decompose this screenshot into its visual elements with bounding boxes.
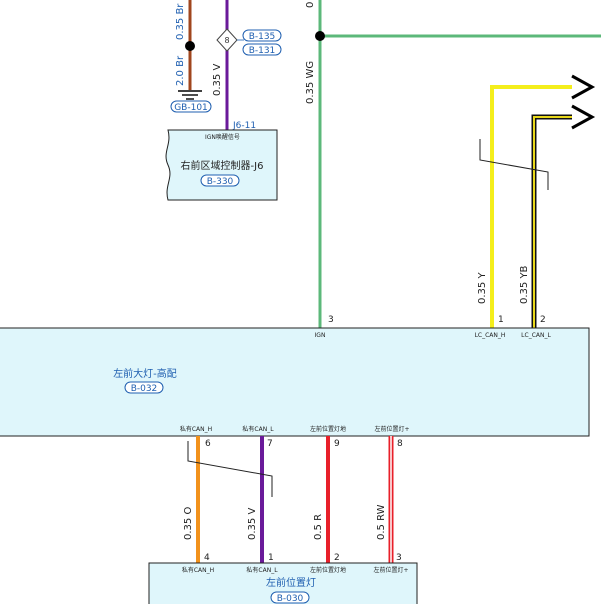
position-lamp-pin-label-pos-gnd: 左前位置灯地 [310,566,346,574]
headlamp-pin-label-lc-can-h: LC_CAN_H [475,332,506,339]
wire-brown-label: 0.35 Br [175,3,186,40]
wire-green-top-label: 0 [305,2,316,8]
controller-title: 右前区域控制器-J6 [181,159,264,172]
ground-symbol [178,90,202,100]
arrow-right-icon [571,74,596,100]
ground-ref: GB-101 [174,103,208,113]
headlamp-pin-7: 7 [267,439,273,449]
diamond-splice: 8 [216,28,238,52]
splice-dot-green [315,31,325,41]
headlamp-pin-1: 1 [498,315,504,325]
headlamp-pin-label-pos-plus: 左前位置灯+ [374,425,409,433]
position-lamp-title: 左前位置灯 [266,576,316,589]
ref-b131-badge: B-131 [242,43,282,56]
position-lamp-ref: B-030 [277,594,304,604]
headlamp-box [0,327,590,437]
wire-green-label: 0.35 WG [305,61,316,104]
headlamp-pin-3: 3 [328,315,334,325]
headlamp-pin-6: 6 [205,439,211,449]
twisted-pair-marker-bottom [187,441,273,497]
wire-orange-label: 0.35 O [183,507,194,540]
wire-yellow-black-stripe [533,116,572,328]
ground-ref-badge: GB-101 [170,100,212,113]
headlamp-pin-8: 8 [397,439,403,449]
wire-yellow [490,85,572,328]
splice-dot [185,41,195,51]
wire-yellow-black-label: 0.35 YB [519,265,530,304]
headlamp-pin-label-lc-can-l: LC_CAN_L [521,332,551,339]
controller-ref-badge: B-330 [200,174,240,187]
controller-box [165,129,278,201]
headlamp-pin-label-private-can-h: 私有CAN_H [180,425,212,433]
wire-ground-label: 2.0 Br [175,55,186,86]
wire-white-red-label: 0.5 RW [376,504,387,540]
controller-signal-label: IGN唤醒信号 [205,133,240,141]
wire-yellow-black [531,114,572,328]
position-lamp-pin-3: 3 [396,553,402,563]
headlamp-pin-label-ign: IGN [315,332,326,339]
wire-purple-bottom-label: 0.35 V [247,508,258,540]
headlamp-ref-badge: B-032 [124,381,164,394]
position-lamp-pin-1: 1 [268,553,274,563]
position-lamp-ref-badge: B-030 [270,591,310,604]
headlamp-pin-2: 2 [540,315,546,325]
pin-j6-label: J6-11 [232,121,256,131]
position-lamp-pin-4: 4 [204,553,210,563]
headlamp-ref: B-032 [131,384,158,394]
headlamp-pin-9: 9 [334,439,340,449]
ref-b131: B-131 [249,46,276,56]
position-lamp-pin-label-pos-plus: 左前位置灯+ [373,566,408,574]
wire-yellow-label: 0.35 Y [477,272,488,304]
controller-ref: B-330 [207,177,234,187]
wire-red-label: 0.5 R [313,514,324,540]
headlamp-pin-label-pos-gnd: 左前位置灯地 [310,425,346,433]
position-lamp-pin-label-private-can-l: 私有CAN_L [246,566,278,574]
diamond-number: 8 [224,36,229,45]
position-lamp-pin-2: 2 [334,553,340,563]
ref-b135: B-135 [249,32,276,42]
position-lamp-pin-label-private-can-h: 私有CAN_H [182,566,214,574]
ref-b135-badge: B-135 [242,29,282,42]
wire-purple-label: 0.35 V [212,64,223,96]
headlamp-title: 左前大灯-高配 [113,367,177,380]
twisted-pair-marker [479,139,549,190]
arrow-right-icon [571,104,596,130]
headlamp-pin-label-private-can-l: 私有CAN_L [242,425,274,433]
